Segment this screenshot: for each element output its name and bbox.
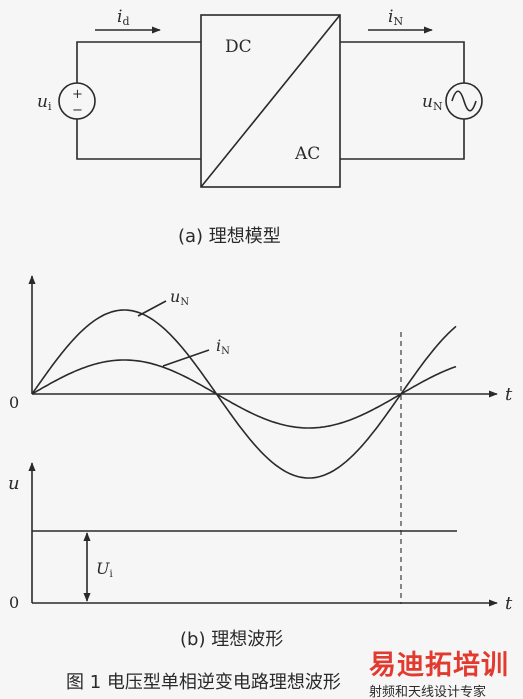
box-label-dc: DC (225, 37, 252, 57)
source-out-label: uN (422, 92, 443, 113)
left-wire-top (76, 41, 201, 83)
left-wire-bottom (76, 119, 201, 160)
circuit-diagram (58, 14, 483, 188)
curve-uN-label: uN (170, 287, 189, 308)
bottom-x-axis-label: t (505, 593, 513, 614)
right-wire-top (340, 41, 465, 83)
curve-uN (31, 309, 457, 479)
curve-iN (31, 359, 457, 429)
caption-a: (a) 理想模型 (178, 226, 281, 247)
curve-iN-label: iN (216, 336, 230, 357)
top-origin-label: 0 (9, 393, 19, 412)
source-in-label: ui (37, 92, 52, 113)
top-x-axis-label: t (505, 384, 513, 405)
dc-source-circle (58, 82, 96, 120)
watermark-slogan: 射频和天线设计专家 (369, 684, 486, 699)
ac-source-circle (445, 82, 483, 120)
label-leader-iN (162, 349, 210, 367)
sine-glyph-icon (451, 90, 477, 112)
watermark-brand: 易迪拓培训 (369, 650, 509, 681)
source-minus-sign: − (72, 103, 83, 118)
waveforms-top (28, 275, 498, 479)
right-wire-bottom (340, 119, 465, 160)
inverter-box (200, 14, 341, 188)
figure-caption: 图 1 电压型单相逆变电路理想波形 (66, 672, 341, 693)
bottom-y-axis-label: u (8, 473, 20, 494)
current-out-label: iN (388, 7, 403, 28)
caption-b: (b) 理想波形 (180, 629, 283, 650)
box-label-ac: AC (294, 144, 320, 164)
source-plus-sign: + (72, 87, 83, 102)
level-label-Ui: Ui (96, 559, 113, 580)
inverter-diagonal (200, 14, 341, 188)
waveforms-bottom (28, 462, 498, 607)
bottom-origin-label: 0 (9, 593, 19, 612)
label-leader-uN (137, 300, 167, 317)
current-in-label: id (117, 7, 129, 28)
